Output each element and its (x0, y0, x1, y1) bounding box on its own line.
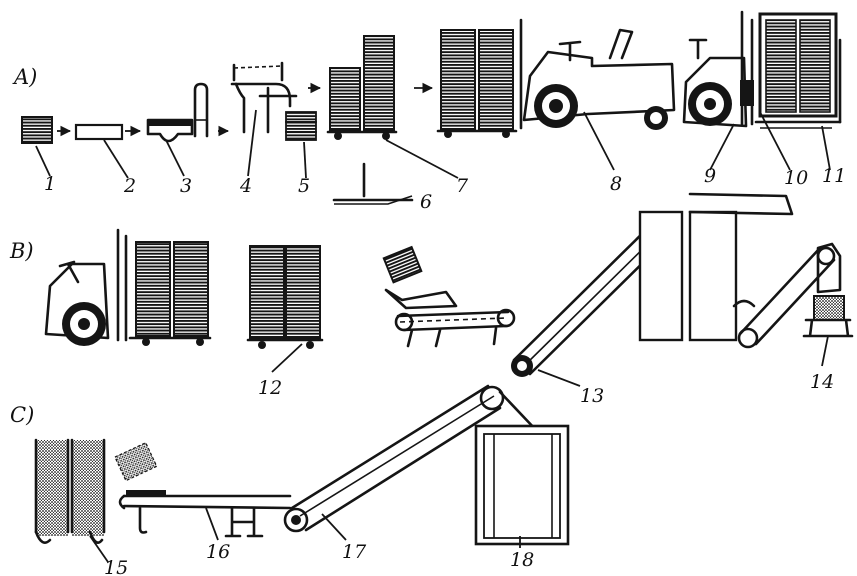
item-1-crate (21, 116, 53, 144)
item-14-elevator-and-filler (737, 242, 854, 349)
label-14: 14 (810, 371, 834, 393)
item-2-washer (74, 123, 124, 141)
item-17-inclined-elevator (283, 384, 538, 533)
item-12-crate-stacks (246, 245, 324, 349)
label-16: 16 (206, 541, 230, 563)
label-1: 1 (44, 173, 56, 195)
item-5-filled-crates (285, 111, 317, 141)
leader-lines-b (271, 335, 829, 387)
item-9-forklift (682, 10, 754, 128)
label-13: 13 (580, 385, 604, 407)
label-6: 6 (420, 191, 432, 213)
section-label-c: C) (10, 403, 34, 427)
item-16-tipper-conveyor (114, 441, 292, 538)
section-label-b: B) (9, 239, 34, 263)
item-forklift-b (44, 228, 212, 346)
item-6-pallet-jack (332, 162, 414, 205)
label-18: 18 (510, 549, 534, 571)
item-8-tractor-with-stacks (436, 18, 676, 138)
label-4: 4 (239, 175, 252, 197)
leader-lines-a (35, 109, 831, 179)
item-washing-machine-b (638, 192, 794, 342)
label-11: 11 (822, 165, 846, 187)
label-5: 5 (298, 175, 310, 197)
label-8: 8 (610, 173, 622, 195)
label-3: 3 (180, 175, 192, 197)
label-10: 10 (784, 167, 808, 189)
item-3-elevator-washer (146, 82, 209, 143)
label-15: 15 (104, 557, 128, 576)
item-10-11-loaded-container (754, 12, 842, 129)
item-4-filler (230, 61, 298, 134)
label-2: 2 (123, 175, 136, 197)
item-13-tipper-and-conveyor (382, 221, 670, 377)
item-15-store-bins (34, 438, 106, 544)
section-label-a: A) (12, 65, 37, 89)
label-12: 12 (258, 377, 282, 399)
leader-lines-c (89, 507, 521, 563)
label-7: 7 (456, 175, 469, 197)
label-9: 9 (704, 165, 716, 187)
item-7-crate-stack-cart (326, 35, 398, 140)
item-18-washing-machine-c (474, 424, 570, 546)
label-17: 17 (342, 541, 367, 563)
